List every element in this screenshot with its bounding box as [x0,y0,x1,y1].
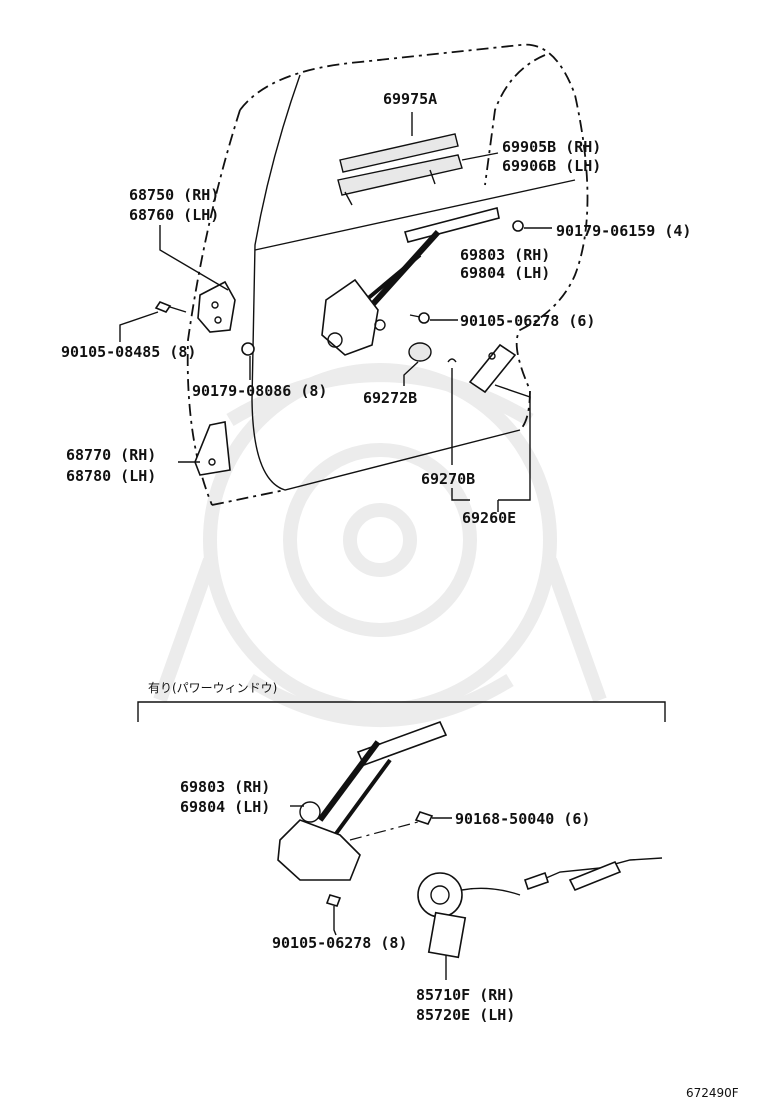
part-label-69270B: 69270B [421,470,475,488]
regulator-cable [523,857,663,892]
part-label-69272B: 69272B [363,389,417,407]
part-label-90179-06159: 90179-06159 (4) [556,222,691,240]
power-window-note: 有り(パワーウィンドウ) [148,681,277,695]
part-label-90168-50040: 90168-50040 (6) [455,810,590,828]
section-bracket [137,701,666,722]
part-label-69260E: 69260E [462,509,516,527]
part-label-90105-06278-6: 90105-06278 (6) [460,312,595,330]
retaining-clip [447,358,457,363]
part-label-68760: 68760 (LH) [129,206,219,224]
part-label-68750: 68750 (RH) [129,186,219,204]
part-label-69975A: 69975A [383,90,437,108]
part-label-69905B: 69905B (RH) [502,138,601,156]
part-label-90105-06278-8: 90105-06278 (8) [272,934,407,952]
part-label-90105-08485: 90105-08485 (8) [61,343,196,361]
mount-bolt-icon [325,894,342,907]
window-motor [417,872,521,959]
manual-regulator [321,207,500,356]
window-crank-handle [468,343,517,394]
power-regulator [277,720,448,881]
part-label-85720E: 85720E (LH) [416,1006,515,1024]
handle-knob [408,342,432,362]
bolt-icon [409,312,430,324]
part-label-68780: 68780 (LH) [66,467,156,485]
hinge-bolt-icon [154,301,187,313]
part-label-68770: 68770 (RH) [66,446,156,464]
outer-weatherstrip [337,152,499,206]
lower-hinge [194,421,231,476]
part-label-69803-bottom: 69803 (RH) [180,778,270,796]
part-label-85710F: 85710F (RH) [416,986,515,1004]
part-label-69906B: 69906B (LH) [502,157,601,175]
part-label-69803-top: 69803 (RH) [460,246,550,264]
part-label-90179-08086: 90179-08086 (8) [192,382,327,400]
upper-hinge [197,280,236,333]
regulator-bolt-icon [414,811,434,825]
nut-icon [512,220,524,232]
part-label-69804-top: 69804 (LH) [460,264,550,282]
door-outline [186,43,589,506]
part-label-69804-bottom: 69804 (LH) [180,798,270,816]
glass-run-strip [339,112,459,173]
hinge-nut-icon [241,342,255,356]
diagram-code: 672490F [686,1086,739,1100]
watermark-emblem [153,363,607,727]
